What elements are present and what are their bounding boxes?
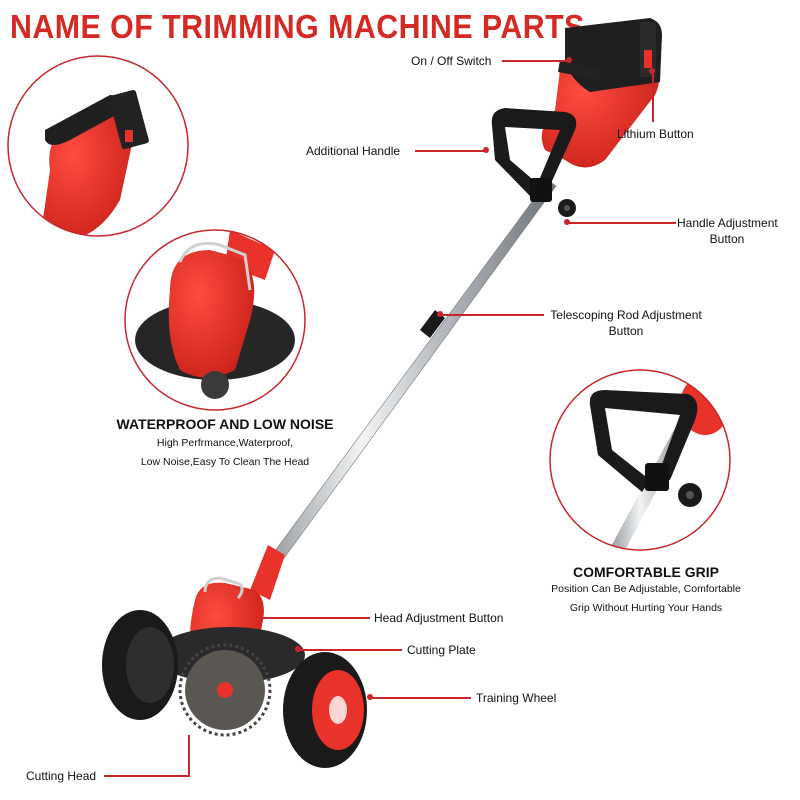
comfortable-grip-heading: COMFORTABLE GRIP [573,564,719,580]
head-adjustment-leader [260,617,370,619]
handle-adjustment-leader [568,222,676,224]
telescoping-rod-label-line2: Button [608,324,644,338]
additional-handle [491,108,577,217]
comfortable-grip-description-line2: Grip Without Hurting Your Hands [569,602,723,614]
left-training-wheel [102,610,178,720]
lithium-button-leader [652,70,654,122]
handle-adjustment-label-line1: Handle Adjustment [677,216,778,230]
additional-handle-label: Additional Handle [306,144,401,158]
handle-adjustment-label-line2: Button [709,232,745,246]
on-off-switch-leader [502,60,568,62]
on-off-switch-marker [566,57,572,63]
cutting-plate-label: Cutting Plate [407,643,476,657]
motor-head [155,545,305,737]
additional-handle-marker [483,147,489,153]
handle-adjustment-label: Handle Adjustment Button [677,216,778,246]
cutting-plate-leader [299,649,402,651]
telescoping-rod-label: Telescoping Rod Adjustment Button [546,308,706,338]
telescoping-rod-label-line1: Telescoping Rod Adjustment [550,308,702,322]
additional-handle-leader [415,150,485,152]
waterproof-heading: WATERPROOF AND LOW NOISE [116,416,334,432]
waterproof-description-line2: Low Noise,Easy To Clean The Head [140,456,310,468]
training-wheel-marker [367,694,373,700]
cutting-head-leader-horizontal [104,775,190,777]
comfortable-grip-description-line1: Position Can Be Adjustable, Comfortable [551,583,741,595]
comfortable-grip-description: Position Can Be Adjustable, Comfortable … [526,580,766,618]
inset-motor-head [124,229,306,411]
lithium-button-label: Lithium Button [617,127,694,141]
waterproof-description-line1: High Perfrmance,Waterproof, [156,437,294,449]
head-adjustment-label: Head Adjustment Button [374,611,504,625]
cutting-plate-marker [295,646,301,652]
inset-battery-handle [7,55,189,237]
handle-adjustment-marker [564,219,570,225]
training-wheel-leader [371,697,471,699]
telescoping-rod [257,179,557,581]
cutting-head-label: Cutting Head [26,769,97,783]
cutting-blade [178,643,272,737]
inset-grip-handle [549,369,731,551]
waterproof-description: High Perfrmance,Waterproof, Low Noise,Ea… [100,434,350,472]
on-off-switch-label: On / Off Switch [411,54,492,68]
lithium-button-marker [649,68,655,74]
right-training-wheel [283,652,367,768]
telescoping-rod-marker [437,311,443,317]
cutting-head-leader-vertical [188,735,190,776]
telescoping-rod-leader [441,314,544,316]
page-title: NAME OF TRIMMING MACHINE PARTS [10,8,585,45]
training-wheel-label: Training Wheel [476,691,557,705]
